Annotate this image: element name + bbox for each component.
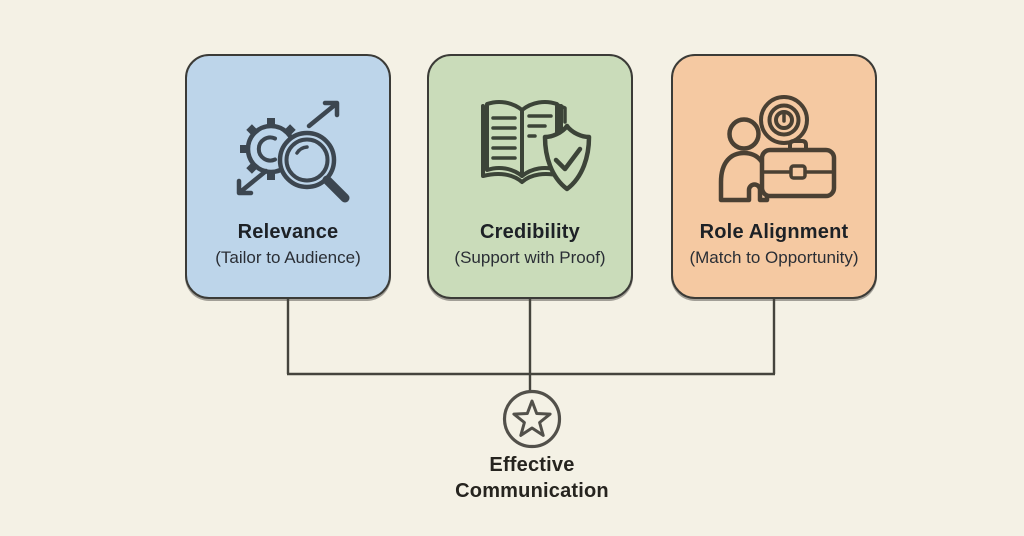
card-credibility: Credibility (Support with Proof) bbox=[427, 54, 633, 299]
outcome-label: Effective Communication bbox=[430, 452, 634, 504]
outcome-label-line2: Communication bbox=[455, 480, 609, 502]
card-title-credibility: Credibility bbox=[480, 221, 580, 243]
card-subtitle-credibility: (Support with Proof) bbox=[454, 248, 606, 267]
card-subtitle-relevance: (Tailor to Audience) bbox=[215, 248, 361, 267]
card-title-role-alignment: Role Alignment bbox=[699, 221, 849, 243]
card-subtitle-role-alignment: (Match to Opportunity) bbox=[689, 248, 859, 267]
person-briefcase-icon bbox=[704, 88, 844, 206]
card-title-relevance: Relevance bbox=[237, 221, 339, 243]
book-shield-icon bbox=[455, 88, 605, 206]
outcome-label-line1: Effective bbox=[489, 454, 575, 476]
card-role-alignment: Role Alignment (Match to Opportunity) bbox=[671, 54, 877, 299]
card-relevance: Relevance (Tailor to Audience) bbox=[185, 54, 391, 299]
star-circle-icon bbox=[502, 389, 562, 449]
gear-magnifier-icon bbox=[221, 88, 356, 206]
